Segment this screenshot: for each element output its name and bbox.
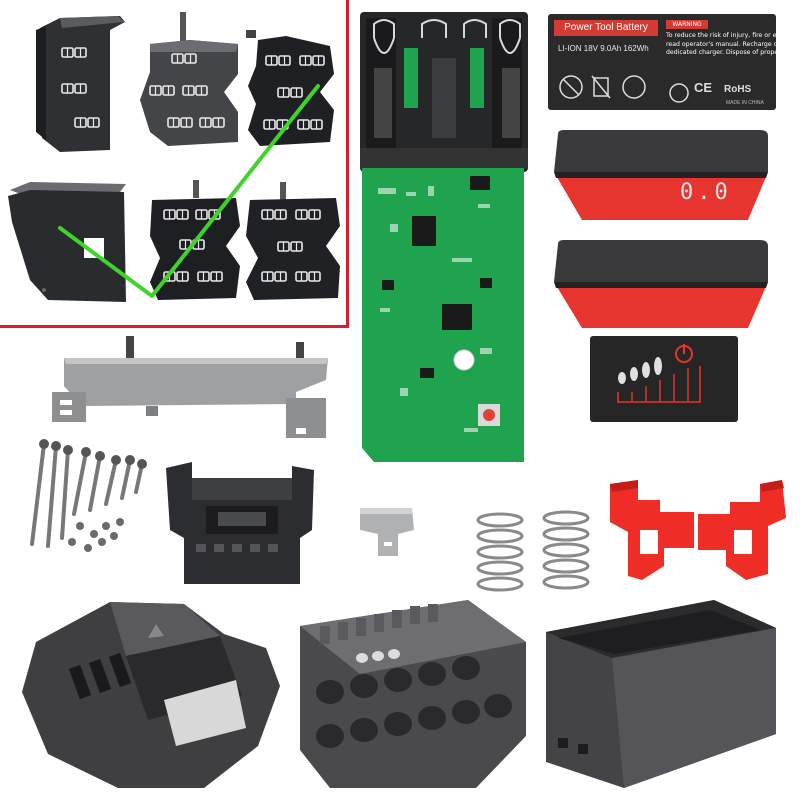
label-symbols: [559, 75, 646, 99]
screw-set-icon: [30, 439, 147, 552]
metal-tab: [360, 508, 414, 556]
nickel-strip-icon: [8, 182, 126, 302]
label-spec: LI-ION 18V 9.0Ah 162Wh: [558, 44, 649, 53]
warning-line: read operator's manual. Recharge only wi…: [666, 40, 800, 48]
checkmark-icon: [58, 84, 320, 298]
label-title: Power Tool Battery: [554, 20, 658, 36]
no-fire-icon: [559, 75, 583, 99]
ce-mark: CE: [694, 80, 713, 95]
nickel-strip-icon: [150, 180, 240, 300]
recycle-round-icon: [669, 83, 689, 103]
warning-line: To reduce the risk of injury, fire or ex…: [666, 32, 800, 39]
bin-icon: [593, 77, 609, 97]
warning-line: dedicated charger. Dispose of properly.: [666, 49, 788, 56]
nickel-strip-panel: [0, 0, 349, 328]
nickel-strip-icon: [246, 182, 340, 300]
warning-badge: WARNING: [666, 20, 708, 29]
indicator-cap: [554, 240, 768, 328]
warning-title: WARNING: [672, 21, 702, 28]
nickel-strips: [8, 12, 340, 302]
cell-holder-icon: [300, 600, 526, 788]
terminal-adapter: [166, 462, 314, 584]
nickel-strip-icon: [140, 12, 238, 146]
latch-icon: [698, 480, 786, 580]
battery-label: Power Tool Battery LI-ION 18V 9.0Ah 162W…: [548, 14, 800, 110]
fuel-gauge-sticker: [590, 336, 738, 422]
nickel-strip-icon: [246, 30, 334, 146]
made-in: MADE IN CHINA: [726, 100, 764, 106]
nickel-strip-icon: [36, 16, 125, 152]
cap-digits: 0.0: [680, 180, 732, 205]
spring-icon: [476, 510, 590, 592]
recycle-icon: [622, 75, 646, 99]
indicator-cap: [554, 130, 768, 220]
rohs-mark: RoHS: [724, 84, 752, 95]
metal-bracket: [52, 336, 328, 438]
battery-housing-icon: [22, 602, 280, 788]
latch-icon: [610, 480, 694, 580]
battery-housing-icon: [546, 600, 776, 788]
pcb-board-icon: [360, 12, 528, 462]
